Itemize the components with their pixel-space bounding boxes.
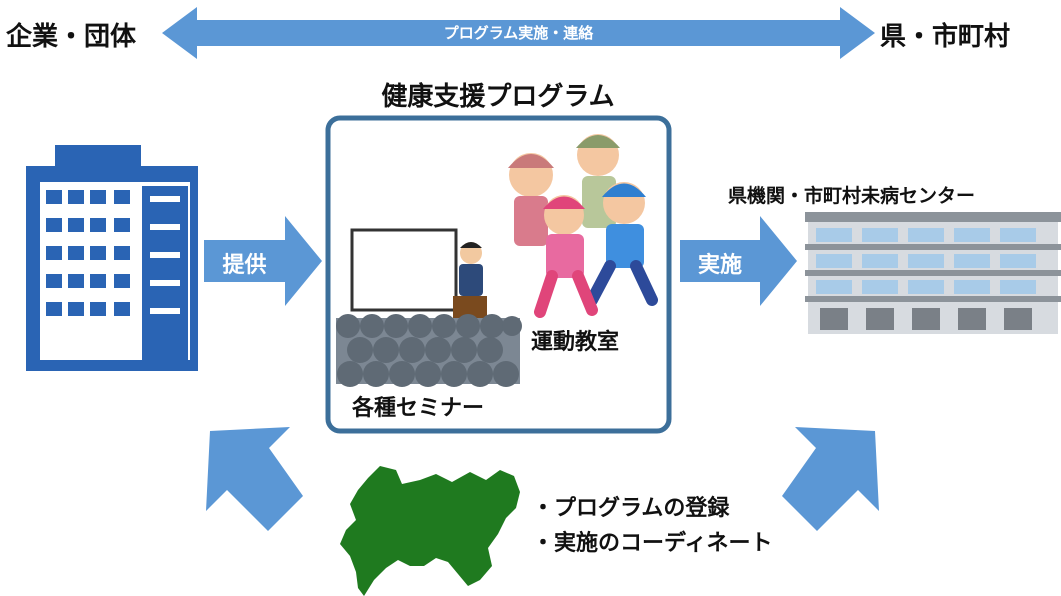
facility-label: 県機関・市町村未病センター: [728, 185, 976, 207]
facility-building-icon: [805, 212, 1061, 334]
left-entity-label: 企業・団体: [6, 22, 137, 52]
seminar-label: 各種セミナー: [352, 396, 485, 421]
diagonal-arrow-up-right: [782, 427, 879, 531]
implement-arrow: [680, 216, 797, 306]
top-double-arrow: [162, 7, 875, 59]
office-building-icon: [26, 145, 198, 371]
right-entity-label: 県・市町村: [880, 22, 1011, 52]
implement-label: 実施: [697, 253, 742, 278]
program-title: 健康支援プログラム: [381, 82, 615, 112]
top-link-label: プログラム実施・連絡: [443, 24, 594, 42]
provide-arrow: [204, 216, 322, 306]
exercise-illustration: [508, 134, 658, 318]
diagonal-arrow-up-left: [206, 427, 303, 531]
provide-label: 提供: [222, 253, 267, 278]
exercise-label: 運動教室: [531, 330, 620, 355]
task-coordination: ・実施のコーディネート: [532, 531, 773, 556]
kanagawa-map-icon: [340, 466, 520, 596]
task-registration: ・プログラムの登録: [532, 496, 730, 521]
seminar-illustration: [336, 228, 522, 387]
